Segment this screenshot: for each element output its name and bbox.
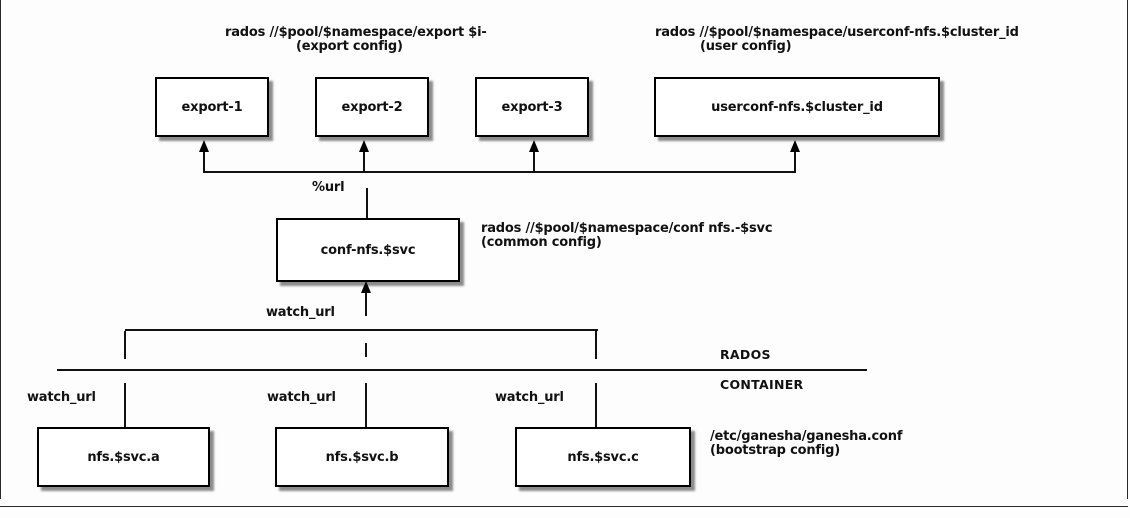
export-config-caption-sub: (export config) (296, 39, 403, 54)
watch-url-common-label: watch_url (266, 305, 335, 320)
daemon-a-line (124, 383, 126, 427)
bootstrap-caption-sub: (bootstrap config) (710, 443, 840, 458)
export-2-box: export-2 (315, 77, 429, 137)
arrow-up-icon (359, 140, 369, 152)
fanin-stub-mid (365, 343, 367, 357)
fanin-stub-right (595, 331, 597, 359)
common-config-caption-path: rados //$pool/$namespace/conf nfs.-$svc (481, 221, 773, 236)
userconf-box: userconf-nfs.$cluster_id (654, 77, 940, 137)
export-3-arrow-stem (533, 152, 535, 173)
daemon-b-box: nfs.$svc.b (275, 427, 449, 487)
userconf-arrow-stem (794, 152, 796, 173)
url-edge-label: %url (312, 180, 345, 195)
daemon-b-line (365, 383, 367, 428)
export-fanout-line (204, 171, 796, 173)
common-config-box: conf-nfs.$svc (276, 218, 460, 282)
watch-url-b-label: watch_url (267, 390, 336, 405)
rados-container-divider (57, 369, 867, 371)
watch-url-a-label: watch_url (27, 390, 96, 405)
user-config-caption-sub: (user config) (700, 39, 792, 54)
daemon-a-box: nfs.$svc.a (37, 427, 210, 487)
export-config-caption-path: rados //$pool/$namespace/export $i- (225, 25, 487, 40)
export-1-box: export-1 (155, 77, 269, 137)
daemon-c-line (595, 383, 597, 428)
export-3-box: export-3 (475, 77, 589, 137)
container-zone-label: CONTAINER (720, 377, 804, 392)
arrow-up-icon (199, 140, 209, 152)
rados-zone-label: RADOS (720, 347, 771, 362)
daemon-c-box: nfs.$svc.c (515, 427, 691, 487)
watch-fanin-line (125, 329, 598, 331)
common-box-drop-line (366, 188, 368, 218)
user-config-caption-path: rados //$pool/$namespace/userconf-nfs.$c… (655, 25, 1019, 40)
arrow-up-icon (361, 281, 371, 293)
common-config-caption-sub: (common config) (481, 235, 602, 250)
arrow-up-icon (529, 140, 539, 152)
export-1-arrow-stem (203, 152, 205, 173)
export-2-arrow-stem (363, 152, 365, 173)
fanin-stub-left (124, 331, 126, 359)
frame-left-edge (0, 0, 1, 499)
frame-right-edge (1127, 0, 1128, 499)
bootstrap-caption-path: /etc/ganesha/ganesha.conf (710, 429, 903, 444)
common-arrow-stem (365, 293, 367, 316)
frame-bottom-edge (0, 506, 1128, 507)
watch-url-c-label: watch_url (495, 390, 564, 405)
arrow-up-icon (790, 140, 800, 152)
